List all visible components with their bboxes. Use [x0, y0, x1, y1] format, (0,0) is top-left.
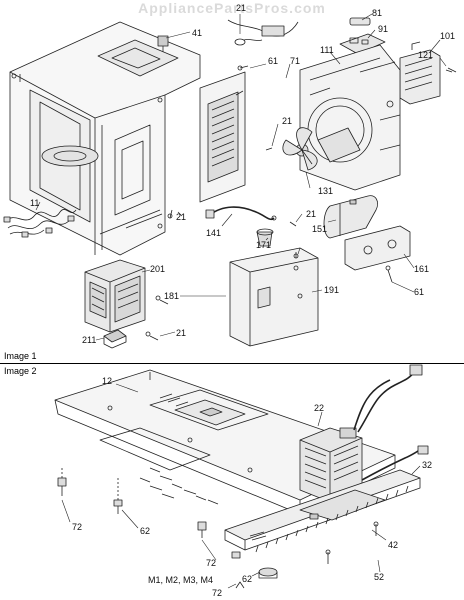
thermostat — [157, 19, 299, 52]
callout-41: 41 — [192, 28, 203, 38]
callout-21-mid: 21 — [282, 116, 293, 126]
callout-111: 111 — [320, 45, 334, 55]
callout-141: 141 — [206, 228, 222, 238]
callout-72-mid: 72 — [206, 558, 217, 568]
fuse-holder — [256, 228, 274, 247]
capacitor — [323, 195, 378, 239]
hv-transformer — [84, 259, 146, 333]
transformer-22 — [299, 427, 363, 503]
leader-lines-image2 — [61, 383, 421, 589]
callout-21-top: 21 — [236, 3, 247, 13]
callout-42: 42 — [388, 540, 399, 550]
callout-211: 211 — [82, 335, 97, 345]
fuse-and-board — [339, 17, 386, 55]
diode-assembly — [205, 206, 277, 221]
connector-211 — [103, 329, 127, 349]
callout-181: 181 — [164, 291, 180, 301]
watermark: AppliancePartsPros.com — [138, 0, 326, 16]
callout-151: 151 — [312, 224, 328, 234]
fan-blade — [282, 127, 318, 171]
image-divider — [0, 363, 464, 364]
callout-12: 12 — [102, 376, 113, 386]
callout-121: 121 — [418, 50, 434, 60]
fan-bracket — [299, 44, 401, 191]
feet-and-screws — [57, 466, 379, 589]
callout-171: 171 — [256, 240, 272, 250]
callout-81: 81 — [372, 8, 383, 18]
callout-72-left: 72 — [72, 522, 83, 532]
callout-22: 22 — [314, 403, 325, 413]
callout-52: 52 — [374, 572, 385, 582]
wire-harness — [3, 209, 77, 238]
bottom-frame — [224, 469, 421, 553]
callout-61-bottom: 61 — [414, 287, 425, 297]
callout-21-bottom: 21 — [176, 328, 187, 338]
leader-lines-image1 — [35, 13, 447, 341]
image-2-label: Image 2 — [4, 366, 37, 376]
callout-101: 101 — [440, 31, 456, 41]
callout-131: 131 — [318, 186, 334, 196]
callout-62-left: 62 — [140, 526, 151, 536]
vent-panel — [199, 71, 246, 203]
callout-11: 11 — [30, 198, 40, 208]
callout-91: 91 — [378, 24, 389, 34]
microwave-cabinet — [9, 21, 201, 256]
callout-191: 191 — [324, 285, 340, 295]
callout-161: 161 — [414, 264, 430, 274]
callout-71: 71 — [290, 56, 301, 66]
capacitor-bracket — [344, 225, 411, 271]
callout-21-left: 21 — [176, 212, 187, 222]
power-cord — [353, 364, 429, 481]
callout-72-bottom: 72 — [212, 588, 223, 598]
screws-image1 — [145, 65, 453, 341]
callout-21-right: 21 — [306, 209, 317, 219]
callout-m1-m4: M1, M2, M3, M4 — [148, 575, 214, 585]
fan-motor — [317, 127, 361, 163]
callout-201: 201 — [150, 264, 166, 274]
callout-62-bottom: 62 — [242, 574, 253, 584]
component-bracket — [229, 247, 319, 347]
callout-61-top: 61 — [268, 56, 279, 66]
image-1-label: Image 1 — [4, 351, 37, 361]
callout-32: 32 — [422, 460, 433, 470]
